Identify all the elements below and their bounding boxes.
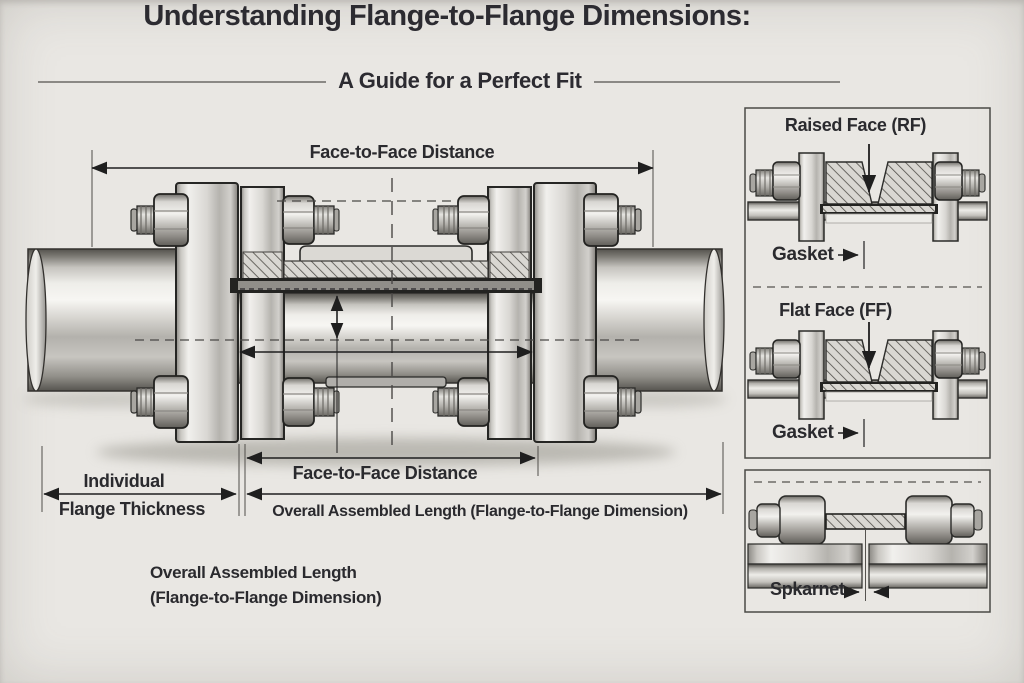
page-subtitle: A Guide for a Perfect Fit (338, 68, 582, 93)
main-flange-assembly (23, 150, 727, 516)
overall-length-label: Overall Assembled Length (Flange-to-Flan… (272, 503, 688, 520)
caption-line2: (Flange-to-Flange Dimension) (150, 588, 382, 607)
flange-thickness-label-line1: Individual (83, 471, 165, 491)
face-type-panel (744, 107, 991, 459)
flat-face-title: Flat Face (FF) (779, 300, 892, 320)
gap-detail-illustration (747, 495, 988, 601)
flat-face-illustration (748, 331, 987, 419)
gasket-and-hubs (230, 245, 542, 388)
raised-face-illustration (748, 153, 987, 241)
flange-thickness-label-line2: Flange Thickness (58, 499, 206, 519)
right-pipe (591, 248, 725, 392)
gap-detail-panel (744, 469, 991, 613)
top-face-to-face-label: Face-to-Face Distance (309, 142, 495, 162)
gasket-callout-rf (838, 241, 865, 269)
subtitle-rule-right (593, 81, 840, 83)
subtitle-rule-left (38, 81, 327, 83)
gap-detail-label: Spkarnet (770, 579, 845, 599)
raised-face-gasket-label: Gasket (772, 244, 834, 265)
dimension-lines (41, 150, 724, 516)
caption-line1: Overall Assembled Length (150, 563, 357, 582)
lower-stud (325, 376, 447, 388)
centerlines (135, 178, 640, 446)
header: Understanding Flange-to-Flange Dimension… (0, 0, 894, 33)
flat-face-gasket-label: Gasket (772, 422, 834, 443)
subtitle-row: A Guide for a Perfect Fit (38, 68, 840, 94)
lower-face-to-face-label: Face-to-Face Distance (292, 463, 478, 483)
flange-plates (175, 182, 597, 443)
left-pipe (25, 248, 189, 392)
raised-face-title: Raised Face (RF) (784, 115, 927, 135)
gasket-callout-ff (838, 419, 865, 447)
page-title: Understanding Flange-to-Flange Dimension… (143, 0, 751, 32)
